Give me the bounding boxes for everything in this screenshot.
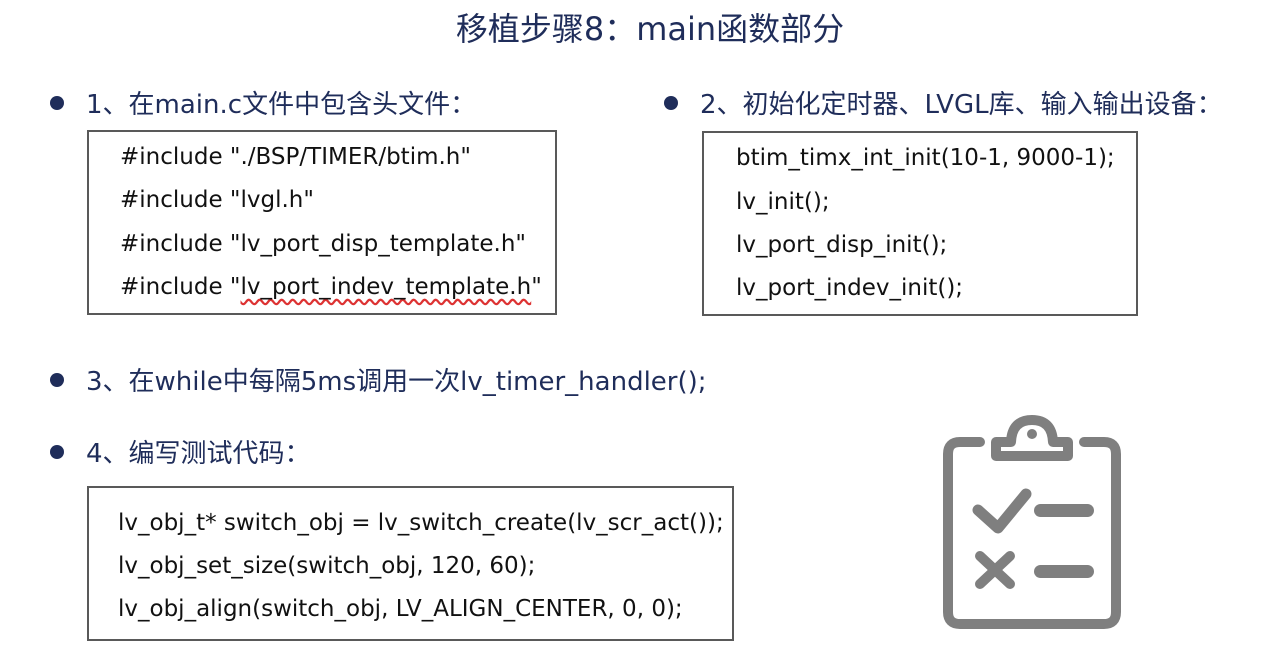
code-line: #include "lv_port_disp_template.h" bbox=[120, 231, 527, 257]
step-2-label: 2、初始化定时器、LVGL库、输入输出设备： bbox=[700, 90, 1223, 120]
bullet-dot bbox=[664, 95, 678, 110]
code-line: lv_port_disp_init(); bbox=[736, 232, 948, 258]
code-text: " bbox=[531, 274, 542, 300]
bullet-dot bbox=[50, 444, 64, 459]
code-text: #include " bbox=[120, 274, 241, 300]
spellcheck-marked-text: lv_port_indev_template.h bbox=[240, 274, 532, 300]
step-1: 1、在main.c文件中包含头文件： bbox=[50, 84, 476, 121]
step-1-label: 1、在main.c文件中包含头文件： bbox=[86, 90, 477, 120]
step-3: 3、在while中每隔5ms调用一次lv_timer_handler(); bbox=[50, 361, 707, 398]
step-3-label: 3、在while中每隔5ms调用一次lv_timer_handler(); bbox=[86, 367, 707, 397]
code-line: btim_timx_int_init(10-1, 9000-1); bbox=[736, 145, 1115, 171]
code-line: lv_obj_align(switch_obj, LV_ALIGN_CENTER… bbox=[118, 596, 683, 622]
bullet-dot bbox=[50, 95, 64, 110]
code-line: #include "lv_port_indev_template.h" bbox=[120, 274, 542, 300]
page-title: 移植步骤8：main函数部分 bbox=[455, 10, 845, 48]
step-4: 4、编写测试代码： bbox=[50, 433, 311, 470]
step-4-label: 4、编写测试代码： bbox=[86, 439, 311, 469]
code-line: lv_port_indev_init(); bbox=[736, 275, 964, 301]
code-line: lv_obj_t* switch_obj = lv_switch_create(… bbox=[118, 510, 724, 536]
include-code-box: #include "./BSP/TIMER/btim.h" #include "… bbox=[87, 130, 557, 315]
clipboard-checklist-icon bbox=[943, 415, 1121, 629]
init-code-box: btim_timx_int_init(10-1, 9000-1); lv_ini… bbox=[702, 131, 1138, 316]
step-2: 2、初始化定时器、LVGL库、输入输出设备： bbox=[664, 84, 1223, 121]
code-line: #include "lvgl.h" bbox=[120, 187, 314, 213]
test-code-box: lv_obj_t* switch_obj = lv_switch_create(… bbox=[87, 486, 734, 641]
code-line: lv_obj_set_size(switch_obj, 120, 60); bbox=[118, 553, 536, 579]
bullet-dot bbox=[50, 372, 64, 387]
code-line: #include "./BSP/TIMER/btim.h" bbox=[120, 144, 471, 170]
code-line: lv_init(); bbox=[736, 189, 830, 215]
